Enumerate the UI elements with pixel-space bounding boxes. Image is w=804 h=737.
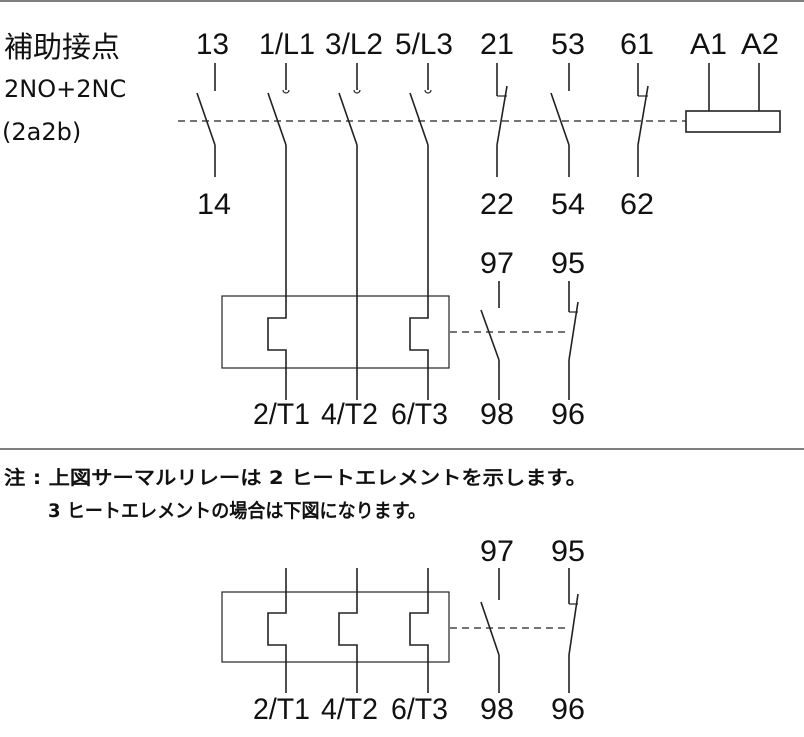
terminal-53-label: 53 xyxy=(551,28,585,61)
bottom-terminal-96-label: 96 xyxy=(551,693,585,726)
overload-relay-3-heater: 97 95 2/T1 4/T2 6/T3 98 96 xyxy=(221,535,585,726)
bottom-terminal-2t1-label: 2/T1 xyxy=(253,693,310,726)
top-terminal-labels: 13 1/L1 3/L2 5/L3 21 53 61 A1 A2 xyxy=(196,28,779,61)
main-contact-l1 xyxy=(267,63,290,296)
heater-element-t3 xyxy=(409,296,429,400)
note-line-1: 注 : 上図サーマルリレーは 2 ヒートエレメントを示します。 xyxy=(4,466,587,489)
note-line-2: 3 ヒートエレメントの場合は下図になります。 xyxy=(48,499,426,522)
terminal-22-label: 22 xyxy=(480,188,514,221)
terminal-3l2-label: 3/L2 xyxy=(325,28,383,61)
aux-contact-13-14 xyxy=(196,63,216,177)
terminal-a1-label: A1 xyxy=(690,28,727,61)
bottom-heater-element-t1 xyxy=(267,568,287,693)
terminal-97-label: 97 xyxy=(480,247,514,280)
bottom-terminal-97-label: 97 xyxy=(480,535,514,568)
terminal-61-label: 61 xyxy=(620,28,654,61)
bottom-heater-element-t2 xyxy=(338,568,358,693)
bottom-overload-relay-box xyxy=(221,591,450,663)
main-contact-l2 xyxy=(338,63,361,400)
terminal-95-label: 95 xyxy=(551,247,585,280)
bottom-terminal-98-label: 98 xyxy=(480,693,514,726)
overload-relay-2-heater: 97 95 2/T1 4/T2 6/T3 98 96 xyxy=(221,247,585,431)
terminal-54-label: 54 xyxy=(551,188,585,221)
terminal-62-label: 62 xyxy=(620,188,654,221)
mid-terminal-labels: 14 22 54 62 xyxy=(197,188,654,221)
bottom-terminal-4t2-label: 4/T2 xyxy=(321,693,378,726)
overload-relay-box xyxy=(221,295,450,369)
heater-element-t1 xyxy=(267,296,287,400)
terminal-2t1-label: 2/T1 xyxy=(253,398,310,431)
aux-contact-21-22 xyxy=(496,63,508,177)
terminal-13-label: 13 xyxy=(196,28,229,61)
aux-title: 補助接点 xyxy=(4,30,120,64)
contactor-coil xyxy=(685,63,781,133)
aux-contact-61-62 xyxy=(637,63,649,177)
terminal-1l1-label: 1/L1 xyxy=(259,28,315,61)
aux-contact-53-54 xyxy=(550,63,570,177)
terminal-96-label: 96 xyxy=(551,398,585,431)
terminal-5l3-label: 5/L3 xyxy=(395,28,453,61)
bottom-terminal-95-label: 95 xyxy=(551,535,585,568)
bottom-terminal-6t3-label: 6/T3 xyxy=(391,693,448,726)
terminal-a2-label: A2 xyxy=(741,28,779,61)
main-contact-l3 xyxy=(409,63,432,296)
aux-config: 2NO+2NC xyxy=(4,75,126,103)
aux-contact-description: 補助接点 2NO+2NC (2a2b) xyxy=(2,30,126,146)
terminal-21-label: 21 xyxy=(480,28,514,61)
terminal-4t2-label: 4/T2 xyxy=(321,398,378,431)
terminal-14-label: 14 xyxy=(197,188,231,221)
coil-box xyxy=(685,110,781,133)
terminal-98-label: 98 xyxy=(480,398,514,431)
aux-config-jp: (2a2b) xyxy=(2,118,81,146)
note: 注 : 上図サーマルリレーは 2 ヒートエレメントを示します。 3 ヒートエレメ… xyxy=(4,466,587,522)
terminal-6t3-label: 6/T3 xyxy=(391,398,448,431)
bottom-heater-element-t3 xyxy=(409,568,429,693)
